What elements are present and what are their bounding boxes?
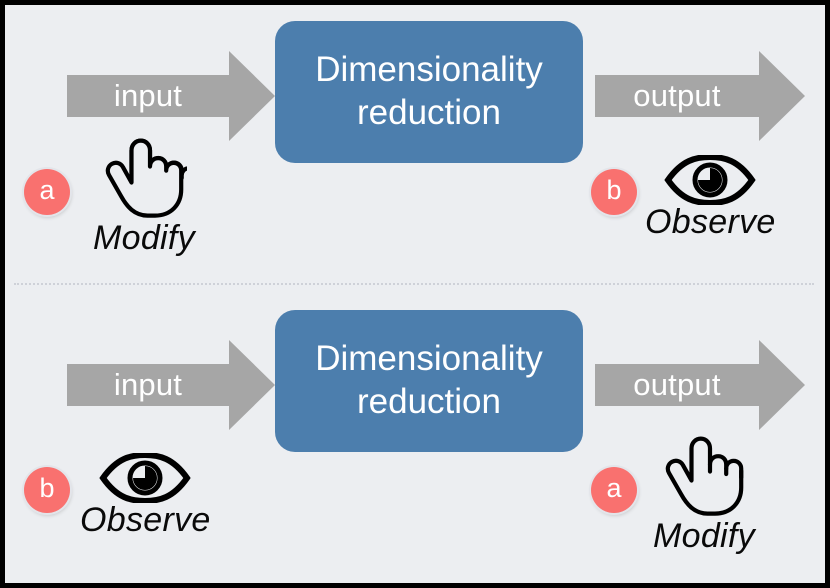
input-arrow-bottom: input — [67, 335, 275, 435]
badge-label: a — [39, 175, 55, 205]
badge-a-top-left: a — [24, 169, 70, 215]
output-arrow-top: output — [595, 46, 805, 146]
process-box-line1: Dimensionality — [315, 339, 543, 379]
panel-bottom: input Dimensionality reduction output b — [5, 294, 825, 583]
eye-icon — [99, 453, 191, 503]
action-caption-modify-top: Modify — [93, 219, 195, 257]
action-modify-top: Modify — [93, 133, 195, 258]
action-modify-bottom: Modify — [653, 431, 755, 556]
badge-label: a — [606, 473, 622, 503]
input-arrow-top: input — [67, 46, 275, 146]
pointing-hand-icon — [661, 431, 747, 519]
badge-a-bottom-right: a — [591, 467, 637, 513]
badge-b-bottom-left: b — [24, 467, 70, 513]
output-arrow-bottom: output — [595, 335, 805, 435]
diagram-canvas: input Dimensionality reduction output a — [5, 5, 825, 583]
process-box-line2: reduction — [357, 382, 501, 421]
panel-top: input Dimensionality reduction output a — [5, 5, 825, 294]
badge-b-top-right: b — [591, 169, 637, 215]
eye-icon — [664, 155, 756, 205]
badge-label: b — [606, 175, 622, 205]
action-caption-modify-bottom: Modify — [653, 517, 755, 555]
process-box-bottom: Dimensionality reduction — [275, 310, 583, 452]
process-box-line2: reduction — [357, 93, 501, 132]
process-box-top: Dimensionality reduction — [275, 21, 583, 163]
action-caption-observe-bottom: Observe — [80, 501, 211, 539]
action-caption-observe-top: Observe — [645, 203, 776, 241]
action-observe-bottom: Observe — [80, 453, 211, 540]
pointing-hand-icon — [101, 133, 187, 221]
process-box-line1: Dimensionality — [315, 50, 543, 90]
badge-label: b — [39, 473, 55, 503]
action-observe-top: Observe — [645, 155, 776, 242]
panel-divider — [14, 283, 814, 285]
